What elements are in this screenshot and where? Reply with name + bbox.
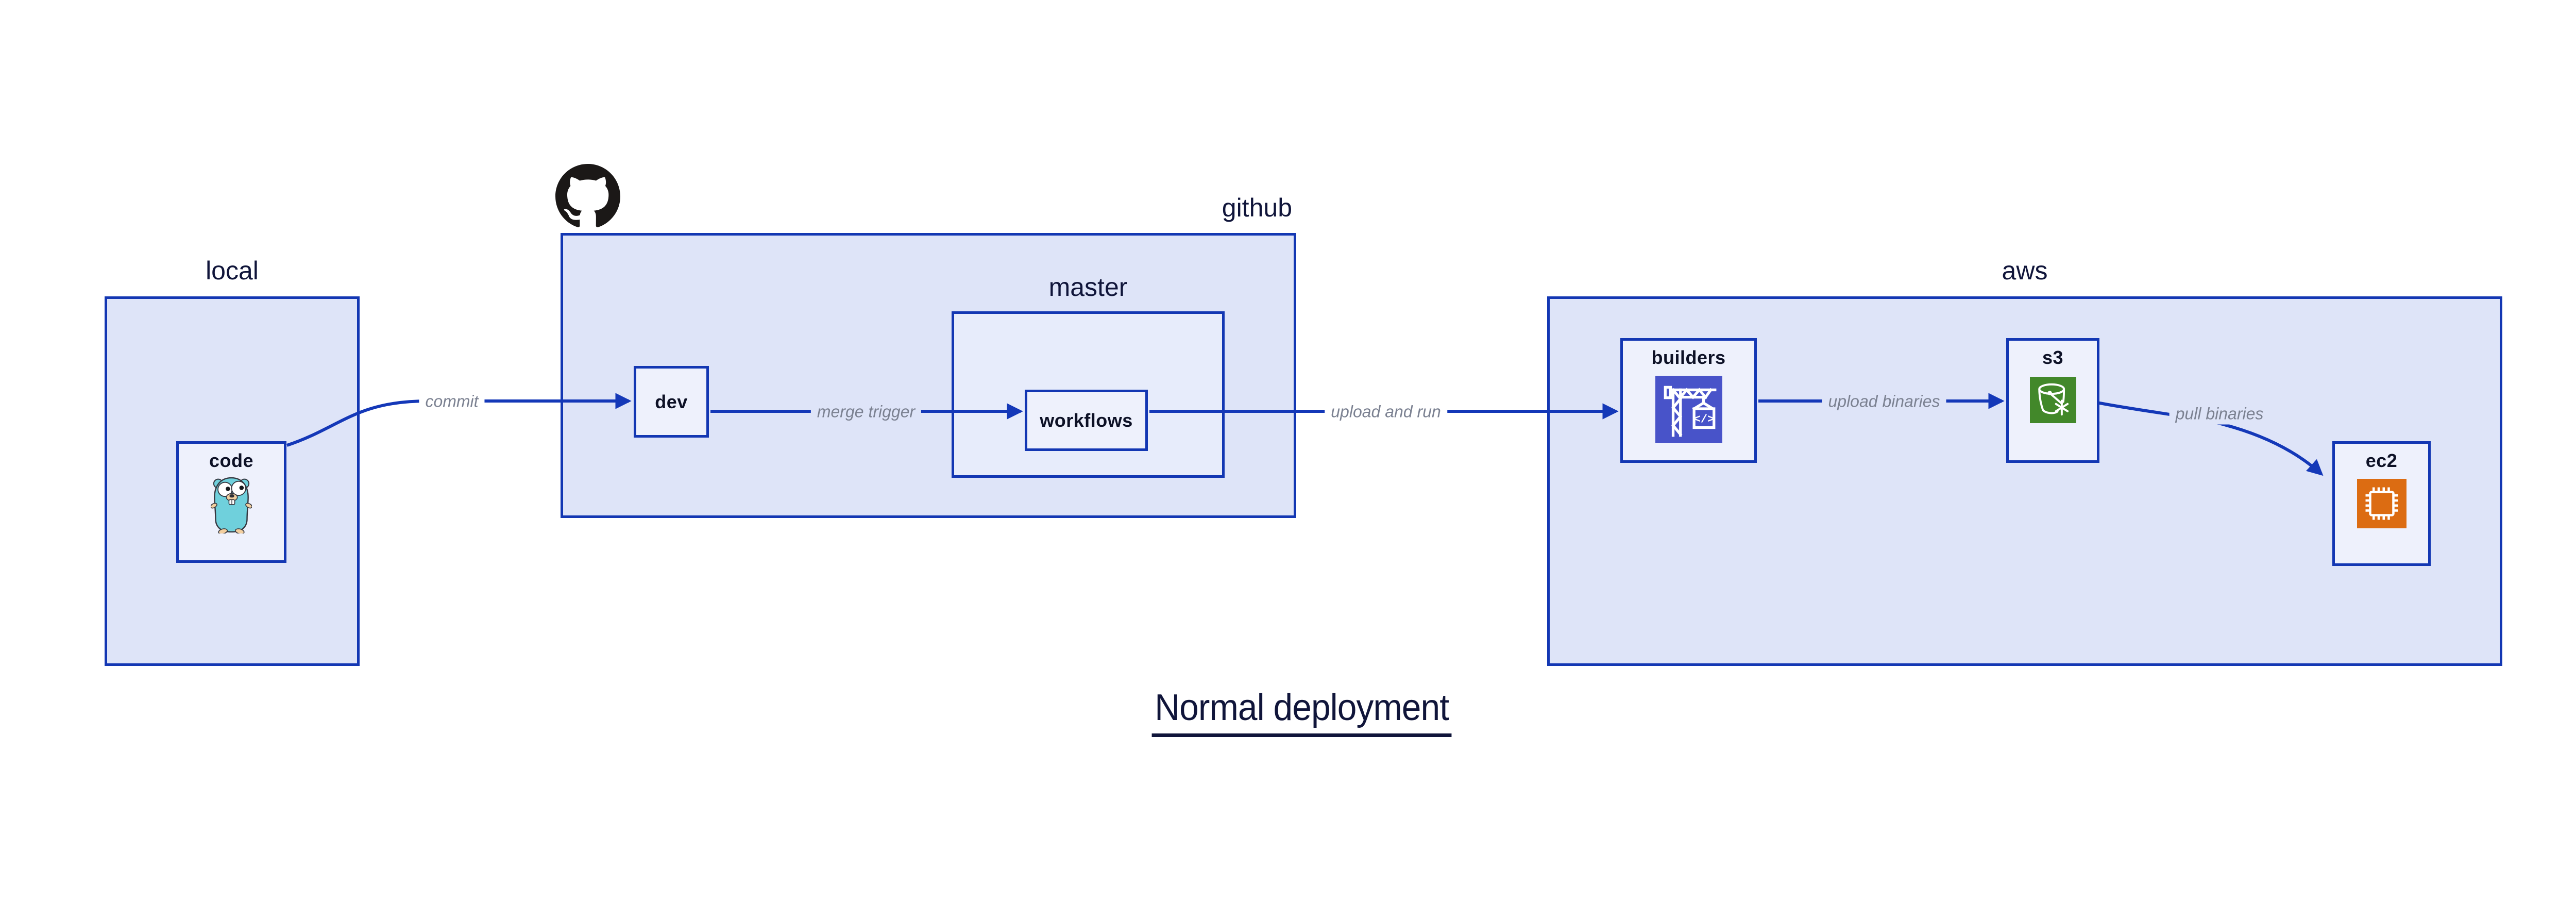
diagram-title: Normal deployment [1151, 687, 1452, 737]
codebuild-code-glyph: </> [1693, 412, 1714, 426]
container-local-label: local [206, 256, 259, 285]
edge-label-commit: commit [419, 391, 485, 412]
node-builders-label: builders [1651, 347, 1726, 368]
node-code-label: code [209, 450, 254, 471]
github-octocat-icon [555, 164, 620, 227]
codebuild-crane-icon: </> [1655, 376, 1722, 443]
node-dev-label: dev [655, 391, 688, 412]
diagram-title-wrap: Normal deployment [0, 687, 2576, 737]
container-github-label: github [1222, 193, 1292, 222]
node-workflows-label: workflows [1040, 409, 1133, 431]
edge-label-merge-trigger: merge trigger [810, 401, 922, 423]
container-master-label: master [1048, 273, 1128, 302]
container-aws-label: aws [2002, 256, 2048, 285]
ec2-chip-icon [2357, 479, 2406, 528]
node-ec2-label: ec2 [2365, 450, 2398, 471]
node-builders: builders </> [1620, 338, 1757, 463]
node-dev: dev [634, 366, 709, 438]
node-code: code [176, 441, 286, 563]
go-gopher-icon [211, 477, 252, 533]
edge-label-upload-binaries: upload binaries [1822, 391, 1946, 412]
edge-label-pull-binaries: pull binaries [2169, 403, 2270, 425]
node-s3-label: s3 [2042, 347, 2064, 368]
edge-label-upload-and-run: upload and run [1325, 401, 1447, 423]
s3-bucket-icon [2029, 377, 2076, 423]
node-s3: s3 [2006, 338, 2099, 463]
node-workflows: workflows [1025, 390, 1148, 451]
node-ec2: ec2 [2332, 441, 2431, 566]
